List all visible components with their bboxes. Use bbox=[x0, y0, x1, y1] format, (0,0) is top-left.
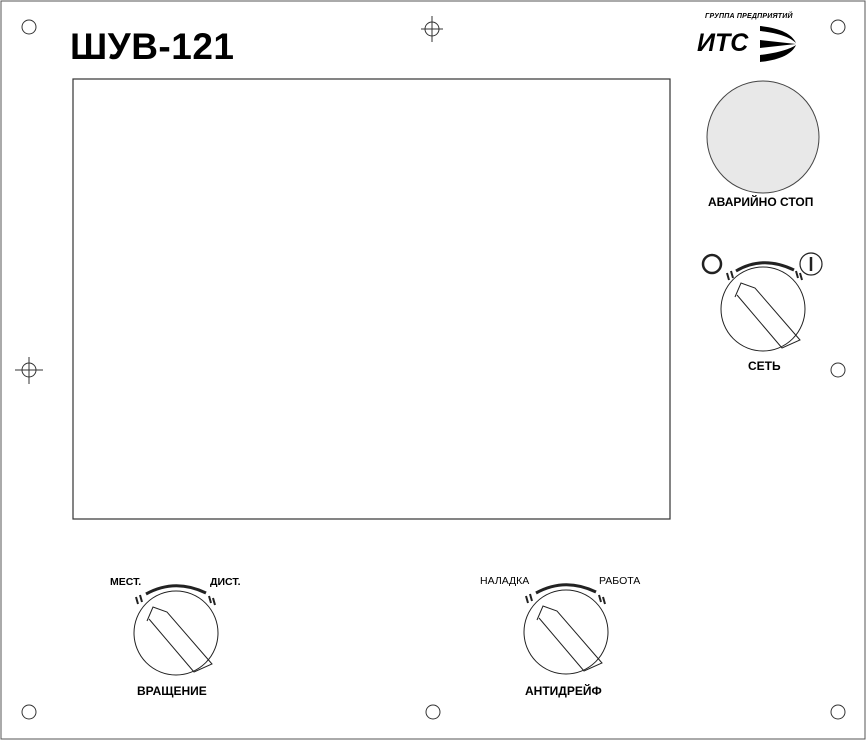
mounting-hole-icon bbox=[830, 362, 846, 378]
switch-arc bbox=[145, 584, 207, 596]
mounting-hole-icon bbox=[21, 19, 37, 35]
antidrift-left-position: НАЛАДКА bbox=[480, 575, 530, 587]
crosshair-mark-left bbox=[15, 357, 43, 384]
knob-pointer-icon bbox=[146, 606, 213, 673]
antidrift-knob[interactable] bbox=[523, 589, 609, 675]
power-knob[interactable] bbox=[720, 266, 806, 352]
emergency-stop-label: АВАРИЙНО СТОП bbox=[708, 195, 814, 209]
logo-swoosh-icon bbox=[760, 26, 796, 62]
switch-arc bbox=[535, 583, 597, 595]
logo-brand: ИТС bbox=[697, 29, 749, 57]
emergency-stop-button[interactable] bbox=[706, 80, 820, 194]
switch-arc bbox=[735, 261, 795, 273]
antidrift-right-position: РАБОТА bbox=[599, 575, 641, 587]
power-switch[interactable] bbox=[701, 252, 823, 352]
rotation-knob[interactable] bbox=[133, 590, 219, 676]
knob-pointer-icon bbox=[536, 605, 603, 672]
rotation-switch[interactable] bbox=[133, 584, 219, 676]
antidrift-switch-label: АНТИДРЕЙФ bbox=[525, 684, 602, 698]
off-symbol-icon bbox=[701, 253, 723, 275]
mounting-holes bbox=[21, 19, 846, 720]
mounting-hole-icon bbox=[425, 704, 441, 720]
logo-group-text: ГРУППА ПРЕДПРИЯТИЙ bbox=[705, 13, 793, 20]
model-title: ШУВ-121 bbox=[70, 26, 235, 67]
mounting-hole-icon bbox=[21, 704, 37, 720]
rotation-switch-label: ВРАЩЕНИЕ bbox=[137, 684, 207, 698]
on-symbol-icon bbox=[799, 252, 823, 276]
rotation-left-position: МЕСТ. bbox=[110, 576, 142, 588]
mounting-hole-icon bbox=[830, 704, 846, 720]
mounting-hole-icon bbox=[830, 19, 846, 35]
display-window bbox=[72, 78, 671, 520]
rotation-right-position: ДИСТ. bbox=[210, 576, 241, 588]
antidrift-switch[interactable] bbox=[523, 583, 609, 675]
crosshair-mark-top bbox=[421, 16, 443, 42]
power-switch-label: СЕТЬ bbox=[748, 359, 781, 373]
knob-pointer-icon bbox=[734, 282, 801, 349]
